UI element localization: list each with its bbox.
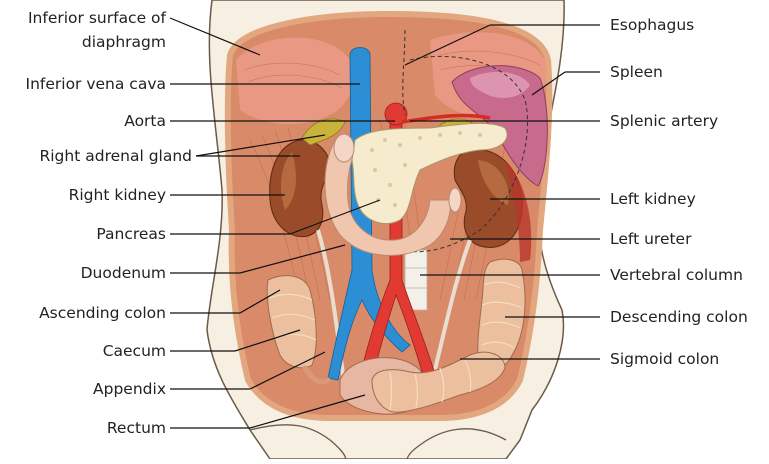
label-sigmoid-colon: Sigmoid colon — [610, 350, 720, 368]
label-right-kidney: Right kidney — [68, 186, 166, 204]
label-line: diaphragm — [81, 33, 166, 51]
label-line: Inferior surface of — [27, 9, 166, 27]
label-descending-colon: Descending colon — [610, 308, 748, 326]
stomach-dashed — [399, 55, 529, 253]
esophagus-dashed — [402, 29, 406, 116]
ascending-colon-shape — [266, 275, 317, 369]
pelvic-curve-left — [249, 424, 347, 460]
pancreas-shape — [351, 122, 508, 224]
label-duodenum: Duodenum — [80, 264, 166, 282]
label-esophagus: Esophagus — [610, 16, 695, 34]
jejunum-end — [448, 187, 462, 213]
left-kidney-highlight — [478, 160, 509, 205]
label-inferior-vena-cava: Inferior vena cava — [25, 75, 167, 93]
label-rectum: Rectum — [106, 419, 166, 437]
label-ascending-colon: Ascending colon — [39, 304, 166, 322]
right-adrenal-shape — [301, 118, 346, 146]
spleen-highlight — [470, 71, 530, 98]
label-inferior-surface-of-diaphragm: Inferior surface of diaphragm — [28, 9, 166, 51]
label-splenic-artery: Splenic artery — [610, 112, 719, 130]
right-ureter-shape — [316, 229, 347, 391]
sigmoid-colon-haustra — [389, 359, 472, 411]
label-appendix: Appendix — [93, 380, 166, 398]
aortic-bulb — [384, 102, 408, 126]
label-vertebral-column: Vertebral column — [610, 266, 743, 284]
pelvic-curve-right — [406, 428, 507, 460]
sigmoid-colon-shape — [371, 351, 506, 413]
label-left-ureter: Left ureter — [610, 230, 692, 248]
label-pancreas: Pancreas — [96, 225, 166, 243]
diaphragm-right-dome — [236, 37, 354, 125]
label-aorta: Aorta — [124, 112, 166, 130]
label-caecum: Caecum — [102, 342, 166, 360]
label-right-adrenal-gland: Right adrenal gland — [39, 147, 192, 165]
left-flank-red — [505, 160, 532, 262]
leader-lines — [169, 17, 600, 429]
pancreas-lobules — [370, 131, 482, 207]
duodenal-bulb — [333, 133, 355, 163]
left-ureter-shape — [428, 239, 472, 391]
label-spleen: Spleen — [610, 63, 663, 81]
descending-colon-haustra — [481, 281, 523, 349]
label-left-kidney: Left kidney — [610, 190, 696, 208]
appendix-shape — [302, 365, 331, 385]
